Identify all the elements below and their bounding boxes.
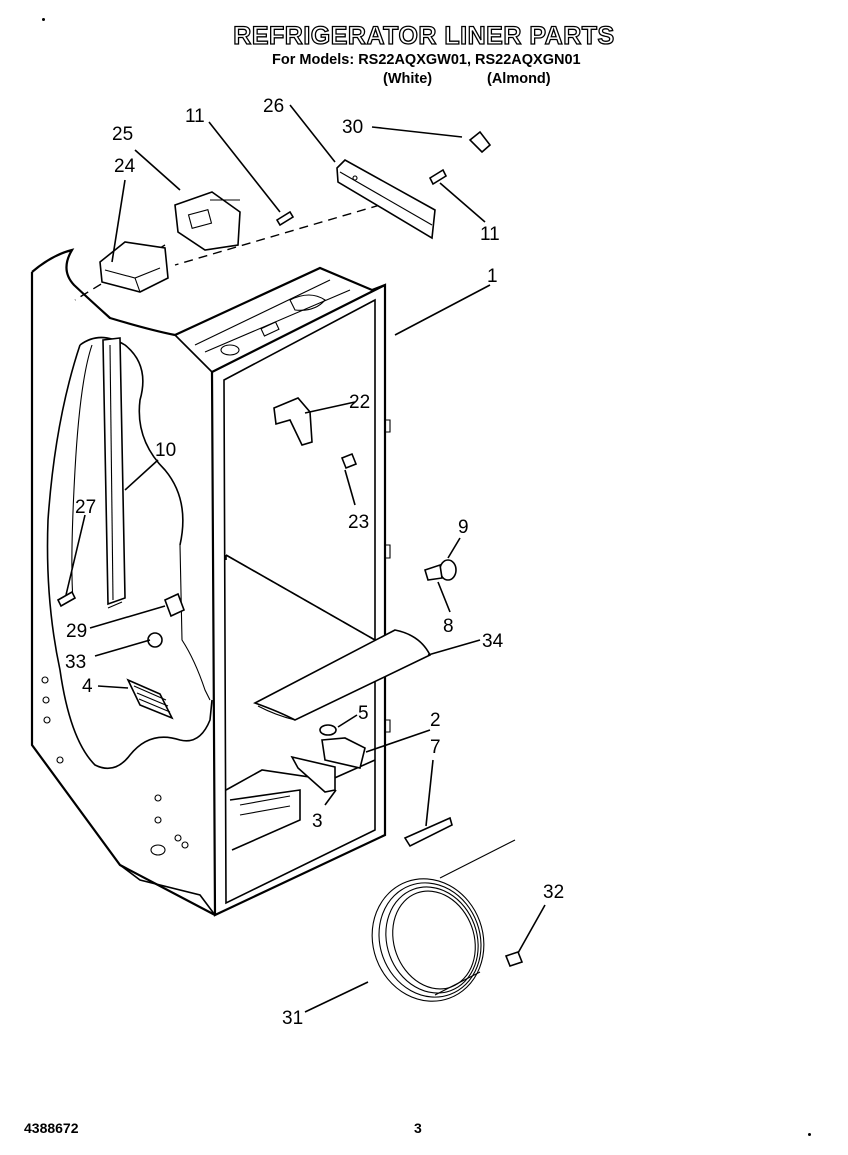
part-2-bracket bbox=[321, 737, 366, 769]
callout-8: 8 bbox=[443, 616, 454, 637]
part-25-bracket bbox=[174, 191, 241, 251]
part-26-cover bbox=[336, 159, 436, 240]
part-10-rail bbox=[71, 337, 126, 606]
callout-29: 29 bbox=[66, 621, 87, 642]
part-22-bracket bbox=[273, 397, 313, 446]
part-5-grommet bbox=[319, 724, 337, 736]
callout-33: 33 bbox=[65, 652, 86, 673]
page-number: 3 bbox=[414, 1120, 422, 1136]
callout-5: 5 bbox=[358, 703, 369, 724]
callout-11-top: 11 bbox=[185, 106, 205, 127]
part-34-cover bbox=[253, 629, 432, 721]
callout-3: 3 bbox=[312, 811, 323, 832]
callout-30: 30 bbox=[342, 117, 363, 138]
part-8-9-fasteners bbox=[424, 559, 457, 581]
callout-7: 7 bbox=[430, 737, 441, 758]
liner-cabinet bbox=[30, 204, 391, 917]
callout-10: 10 bbox=[155, 440, 176, 461]
corner-dot bbox=[808, 1133, 811, 1136]
callout-9: 9 bbox=[458, 517, 469, 538]
callout-labels: 1 2 3 4 5 7 8 9 10 11 11 22 23 24 25 26 … bbox=[65, 96, 564, 1029]
screw-parts bbox=[56, 168, 524, 967]
callout-22: 22 bbox=[349, 392, 370, 413]
callout-32: 32 bbox=[543, 882, 564, 903]
callout-24: 24 bbox=[114, 156, 136, 177]
variant-white: (White) bbox=[383, 71, 433, 87]
corner-dot bbox=[42, 18, 45, 21]
part-3-bracket bbox=[290, 755, 336, 793]
callout-31: 31 bbox=[282, 1008, 303, 1029]
part-7-cable-tie bbox=[403, 816, 453, 848]
part-30-clip bbox=[468, 130, 492, 154]
callout-27: 27 bbox=[75, 497, 96, 518]
callout-34: 34 bbox=[482, 631, 504, 652]
variant-almond: (Almond) bbox=[487, 71, 551, 87]
part-24-housing bbox=[99, 241, 169, 293]
callout-26: 26 bbox=[263, 96, 284, 117]
model-subtitle: For Models: RS22AQXGW01, RS22AQXGN01 bbox=[272, 52, 581, 68]
callout-11-right: 11 bbox=[480, 224, 500, 245]
part-4-grille bbox=[126, 678, 174, 720]
page-title: REFRIGERATOR LINER PARTS bbox=[233, 21, 615, 50]
part-31-tubing bbox=[371, 839, 516, 1002]
part-29-33 bbox=[107, 592, 186, 648]
callout-25: 25 bbox=[112, 124, 133, 145]
part-number: 4388672 bbox=[24, 1120, 79, 1136]
callout-2: 2 bbox=[430, 710, 441, 731]
callout-1: 1 bbox=[487, 266, 498, 287]
leader-lines bbox=[65, 104, 546, 1013]
callout-4: 4 bbox=[82, 676, 93, 697]
callout-23: 23 bbox=[348, 512, 369, 533]
